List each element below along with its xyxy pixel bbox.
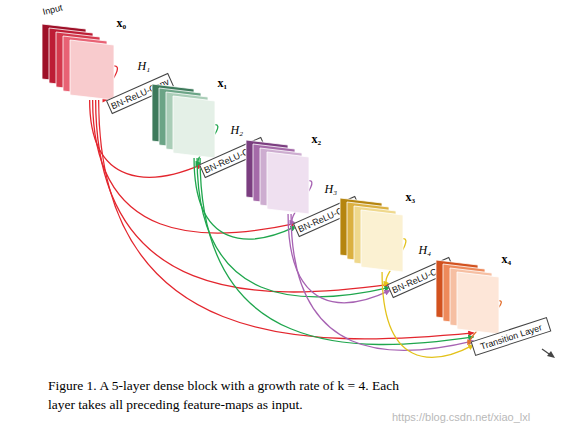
feature-map-stack: x₃ bbox=[340, 198, 403, 272]
tensor-label: x₄ bbox=[501, 252, 511, 267]
tensor-label: x₀ bbox=[116, 16, 126, 31]
input-label: Input bbox=[42, 2, 64, 17]
tensor-label: x₁ bbox=[217, 76, 227, 91]
feature-map-pages bbox=[340, 198, 403, 272]
feature-map-pages bbox=[436, 260, 499, 334]
output-arrow-head bbox=[547, 351, 555, 358]
function-label: H₂ bbox=[230, 123, 243, 138]
function-label: H₄ bbox=[418, 243, 431, 258]
feature-map-pages bbox=[42, 24, 114, 100]
figure-caption: Figure 1. A 5-layer dense block with a g… bbox=[48, 376, 404, 414]
feature-map bbox=[457, 272, 499, 334]
feature-map bbox=[173, 96, 215, 158]
watermark: https://blog.csdn.net/xiao_lxl bbox=[392, 411, 530, 423]
tensor-label: x₃ bbox=[405, 190, 415, 205]
feature-map bbox=[70, 40, 114, 100]
feature-map-stack: x₁ bbox=[152, 84, 215, 158]
feature-map-stack: x₂ bbox=[246, 140, 309, 214]
output-arrow bbox=[542, 349, 552, 356]
function-label: H₃ bbox=[324, 182, 337, 197]
feature-map-pages bbox=[246, 140, 309, 214]
tensor-label: x₂ bbox=[311, 132, 321, 147]
feature-map-stack: Inputx₀ bbox=[42, 24, 114, 100]
feature-map bbox=[267, 152, 309, 214]
dense-connection bbox=[200, 158, 474, 345]
feature-map-pages bbox=[152, 84, 215, 158]
feature-map bbox=[361, 210, 403, 272]
feature-map-stack: x₄ bbox=[436, 260, 499, 334]
dense-connection bbox=[96, 100, 390, 292]
function-label: H₁ bbox=[137, 59, 150, 74]
